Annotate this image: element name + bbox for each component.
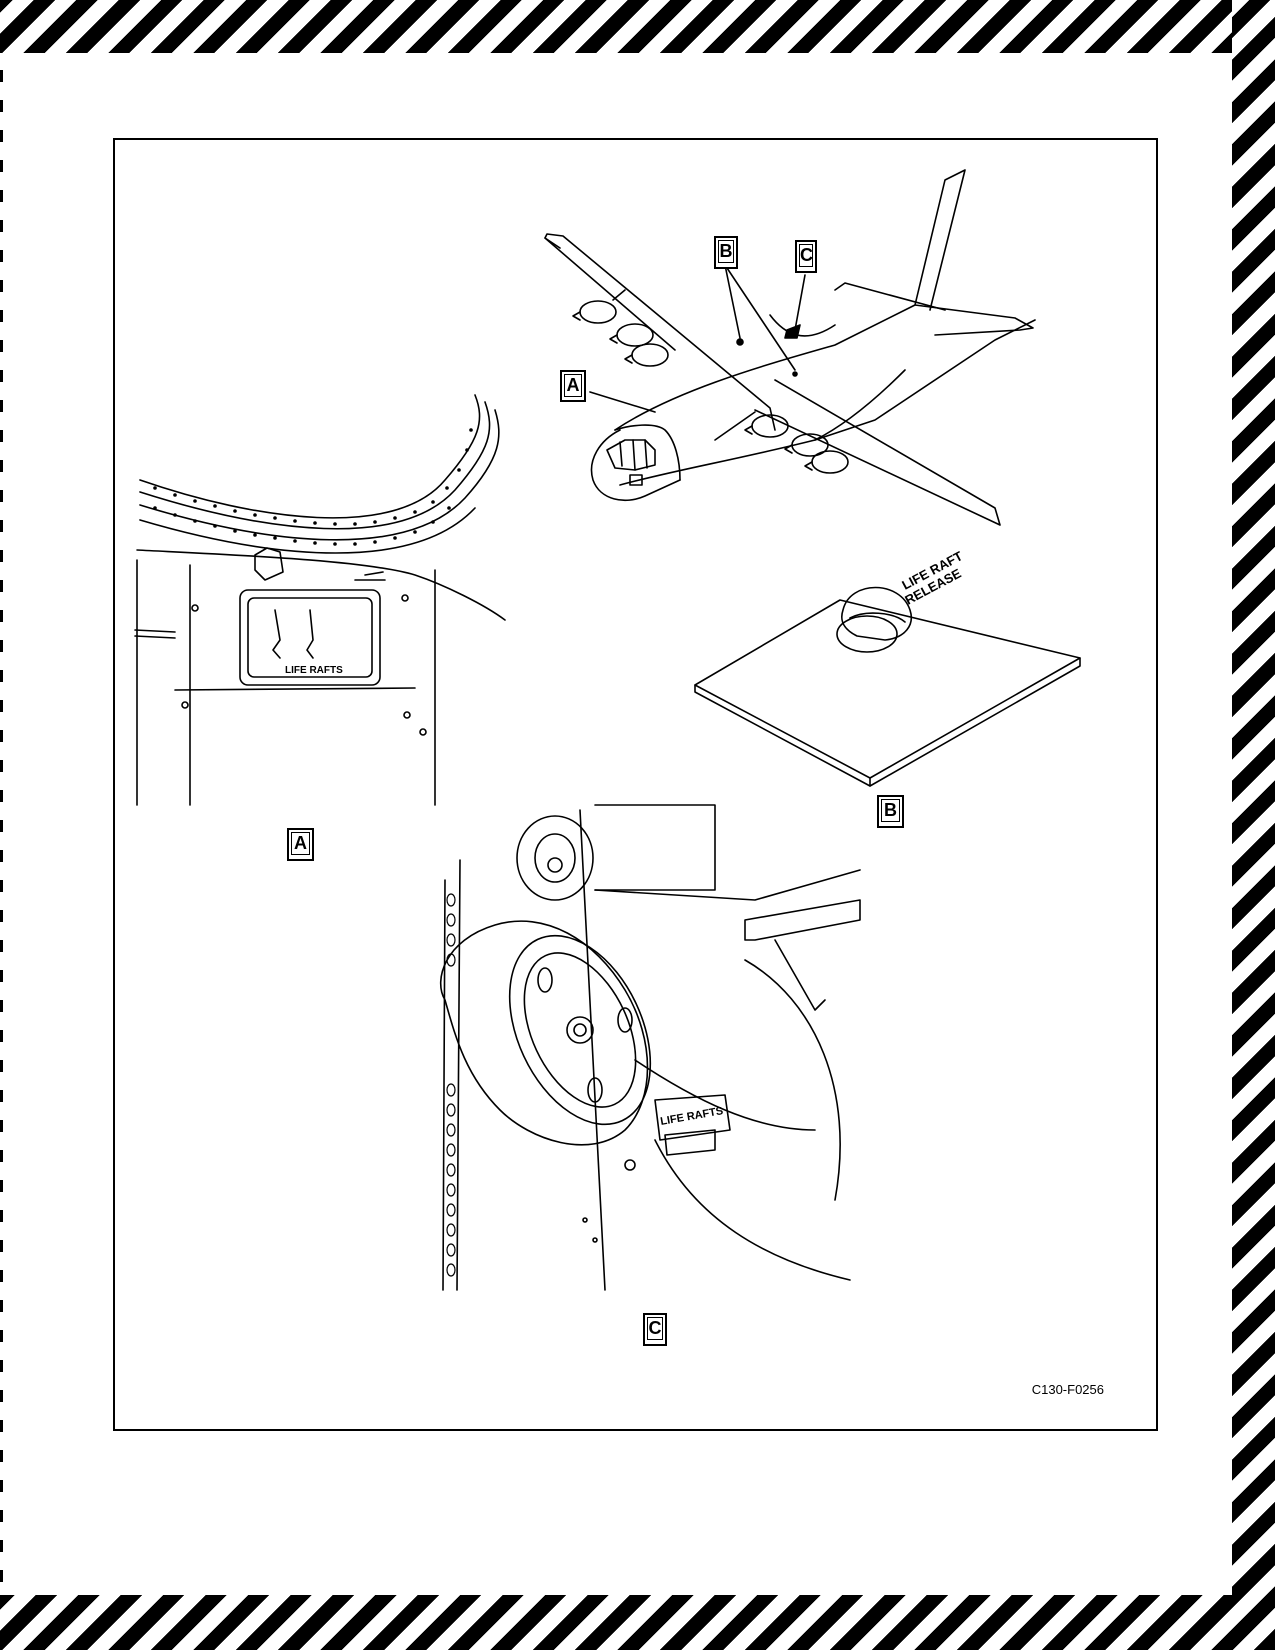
dashed-border-left <box>0 70 3 1590</box>
detail-a-cockpit-overhead-illustration <box>134 394 506 806</box>
aircraft-overview-illustration <box>544 169 1036 526</box>
leader-line-a <box>589 391 656 413</box>
engines-far-wing <box>572 289 669 367</box>
callout-box-b-aircraft: B <box>714 236 738 269</box>
illustration-canvas: LIFE RAFTS LIFE RAFT RELEASE LIFE RAFTS <box>134 169 1081 1291</box>
rivet-row <box>153 428 473 546</box>
engines-near-wing <box>744 414 849 474</box>
callout-letter-b-aircraft: B <box>718 240 734 263</box>
figure-id: C130-F0256 <box>1031 1382 1104 1397</box>
leader-line-c <box>794 274 806 331</box>
detail-letter-c: C <box>647 1317 663 1340</box>
detail-label-c: C <box>643 1313 667 1346</box>
leader-line-b2 <box>724 264 796 371</box>
leader-line-b1 <box>724 264 741 339</box>
detail-label-b: B <box>877 795 904 828</box>
callout-box-c-aircraft: C <box>795 240 817 273</box>
callout-letter-c-aircraft: C <box>799 244 813 267</box>
detail-letter-b: B <box>881 799 900 822</box>
detail-b-release-panel-illustration <box>694 586 1081 787</box>
detail-label-a: A <box>287 828 314 861</box>
figure-frame: LIFE RAFTS LIFE RAFT RELEASE LIFE RAFTS … <box>113 138 1158 1431</box>
hazard-stripe-bottom <box>0 1595 1275 1650</box>
detail-c-placard-label: LIFE RAFTS <box>659 1105 724 1128</box>
callout-box-a-aircraft: A <box>560 370 586 402</box>
hazard-stripe-top <box>0 0 1275 53</box>
hazard-stripe-right <box>1232 0 1275 1650</box>
detail-letter-a: A <box>291 832 310 855</box>
detail-a-placard-label: LIFE RAFTS <box>285 665 343 676</box>
chain-links-left <box>446 893 456 1277</box>
callout-letter-a-aircraft: A <box>564 374 582 397</box>
detail-c-wheel-well-illustration <box>440 804 861 1291</box>
